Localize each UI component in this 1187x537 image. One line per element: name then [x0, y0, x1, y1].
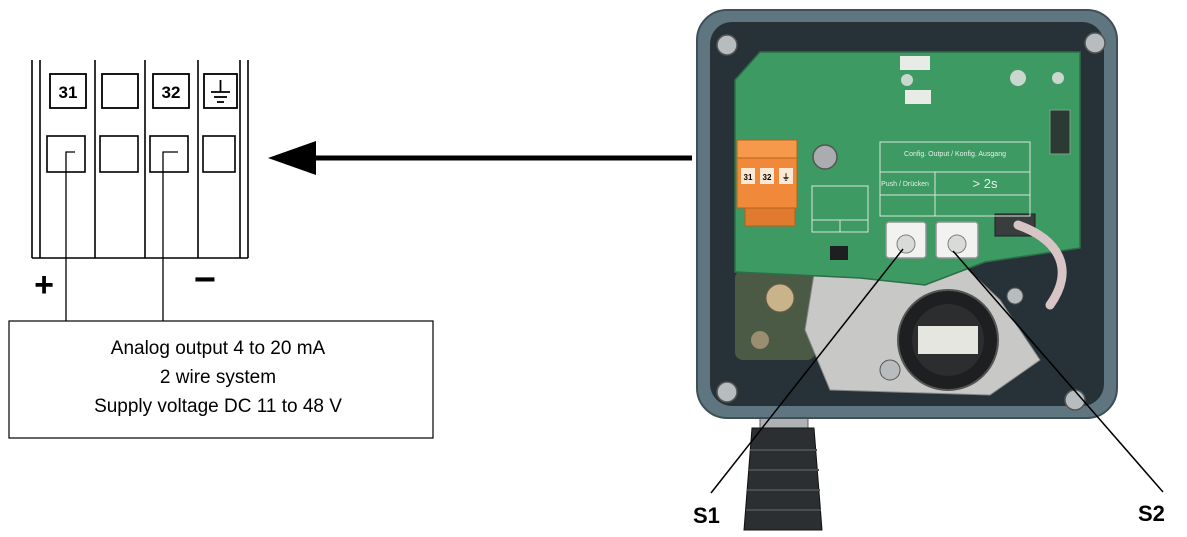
- device-photo: Config. Output / Konfig. Ausgang Push / …: [696, 9, 1118, 531]
- connector-label-ground: ⏚: [782, 173, 790, 182]
- terminal-label-32: 32: [162, 83, 181, 102]
- leader-lines: [710, 248, 1164, 494]
- polarity-minus: −: [194, 259, 216, 301]
- wires: [65, 151, 178, 321]
- pcb-push-time: > 2s: [973, 176, 998, 191]
- connector-label-32: 32: [763, 173, 772, 182]
- polarity-plus: +: [34, 266, 54, 304]
- label-s1: S1: [693, 503, 720, 528]
- pcb: [734, 51, 1081, 286]
- terminal-32: 32: [149, 73, 190, 173]
- terminal-label-31: 31: [59, 83, 78, 102]
- terminal-blank: [99, 73, 139, 173]
- output-info-box: Analog output 4 to 20 mA 2 wire system S…: [8, 320, 434, 439]
- pcb-config-label: Config. Output / Konfig. Ausgang: [904, 151, 1006, 158]
- button-s1-photo: [885, 221, 927, 259]
- output-line-3: Supply voltage DC 11 to 48 V: [94, 396, 342, 417]
- mechanism: [735, 261, 1041, 396]
- pointer-arrow: [268, 141, 692, 175]
- terminal-connector: 31 32 ⏚: [736, 139, 798, 227]
- terminal-block: [31, 60, 249, 259]
- button-s2-photo: [935, 221, 979, 259]
- pcb-details: Config. Output / Konfig. Ausgang Push / …: [811, 56, 1071, 260]
- label-s2: S2: [1138, 501, 1165, 526]
- terminal-31: 31: [46, 73, 87, 173]
- ground-icon: [211, 80, 230, 103]
- connector-label-31: 31: [744, 173, 753, 182]
- internal-cable: [1013, 220, 1067, 310]
- output-line-1: Analog output 4 to 20 mA: [111, 338, 326, 359]
- pcb-push-label: Push / Drücken: [881, 181, 929, 188]
- output-line-2: 2 wire system: [160, 367, 276, 388]
- enclosure-screws: [716, 32, 1106, 411]
- terminal-ground: [202, 73, 238, 173]
